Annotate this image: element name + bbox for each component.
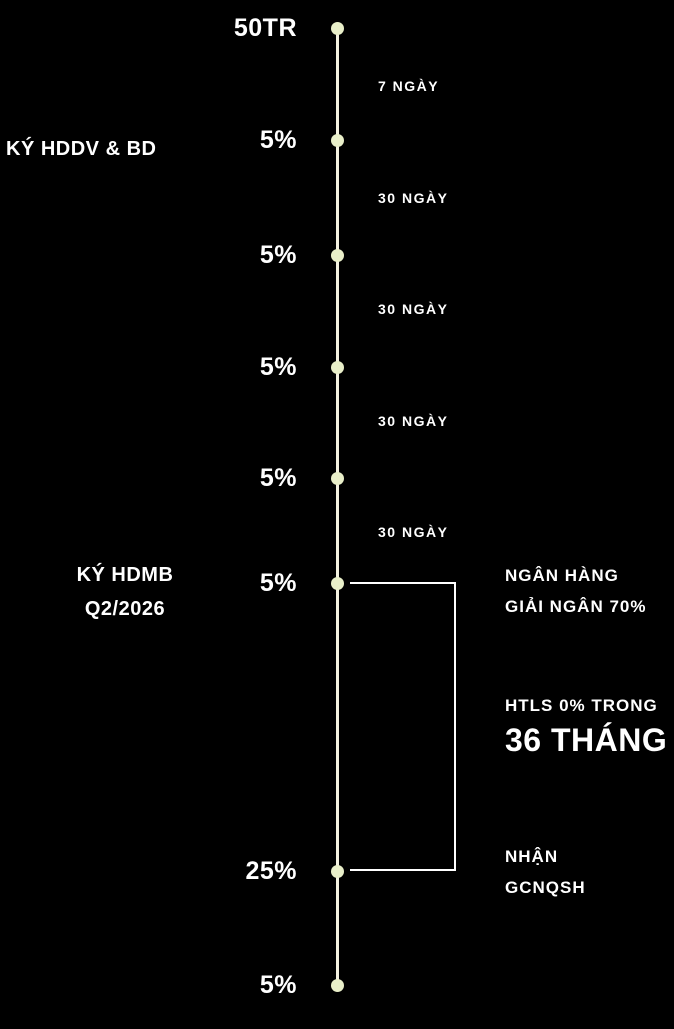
milestone-value-7: 5%	[259, 971, 297, 999]
annotation-bank-line2: GIẢI NGÂN 70%	[505, 597, 647, 616]
timeline-dot-3	[331, 361, 344, 374]
annotation-htls-line1: HTLS 0% TRONG	[505, 696, 658, 715]
interval-label-5: 30 NGÀY	[378, 524, 449, 540]
milestone-value-4: 5%	[259, 464, 297, 492]
annotation-bank-line1: NGÂN HÀNG	[505, 566, 619, 585]
annotation-htls-line2: 36 THÁNG	[505, 722, 668, 758]
milestone-label-ky-hddv: KÝ HDDV & BD	[6, 138, 157, 160]
timeline-dot-start	[331, 22, 344, 35]
interval-label-1: 7 NGÀY	[378, 78, 440, 94]
timeline-dot-2	[331, 249, 344, 262]
milestone-amount-start: 50TR	[233, 14, 297, 42]
timeline-dot-7	[331, 979, 344, 992]
timeline-dot-1	[331, 134, 344, 147]
interval-label-3: 30 NGÀY	[378, 301, 449, 317]
annotation-bank: NGÂN HÀNG GIẢI NGÂN 70%	[505, 560, 646, 622]
annotation-receive-line1: NHẬN	[505, 847, 559, 866]
timeline-dot-4	[331, 472, 344, 485]
bank-period-bracket	[350, 582, 456, 871]
interval-label-4: 30 NGÀY	[378, 413, 449, 429]
annotation-receive-line2: GCNQSH	[505, 878, 586, 897]
milestone-label-ky-hdmb-line2: Q2/2026	[84, 598, 166, 620]
milestone-value-2: 5%	[259, 241, 297, 269]
timeline-dot-6	[331, 865, 344, 878]
timeline-dot-5	[331, 577, 344, 590]
milestone-value-5: 5%	[259, 569, 297, 597]
milestone-value-6: 25%	[245, 857, 297, 885]
annotation-receive: NHẬN GCNQSH	[505, 841, 586, 903]
milestone-value-1: 5%	[259, 126, 297, 154]
milestone-value-3: 5%	[259, 353, 297, 381]
milestone-label-ky-hdmb-line1: KÝ HDMB	[76, 564, 174, 586]
timeline-line	[336, 28, 339, 985]
milestone-label-ky-hdmb: KÝ HDMB Q2/2026	[30, 558, 220, 626]
interval-label-2: 30 NGÀY	[378, 190, 449, 206]
